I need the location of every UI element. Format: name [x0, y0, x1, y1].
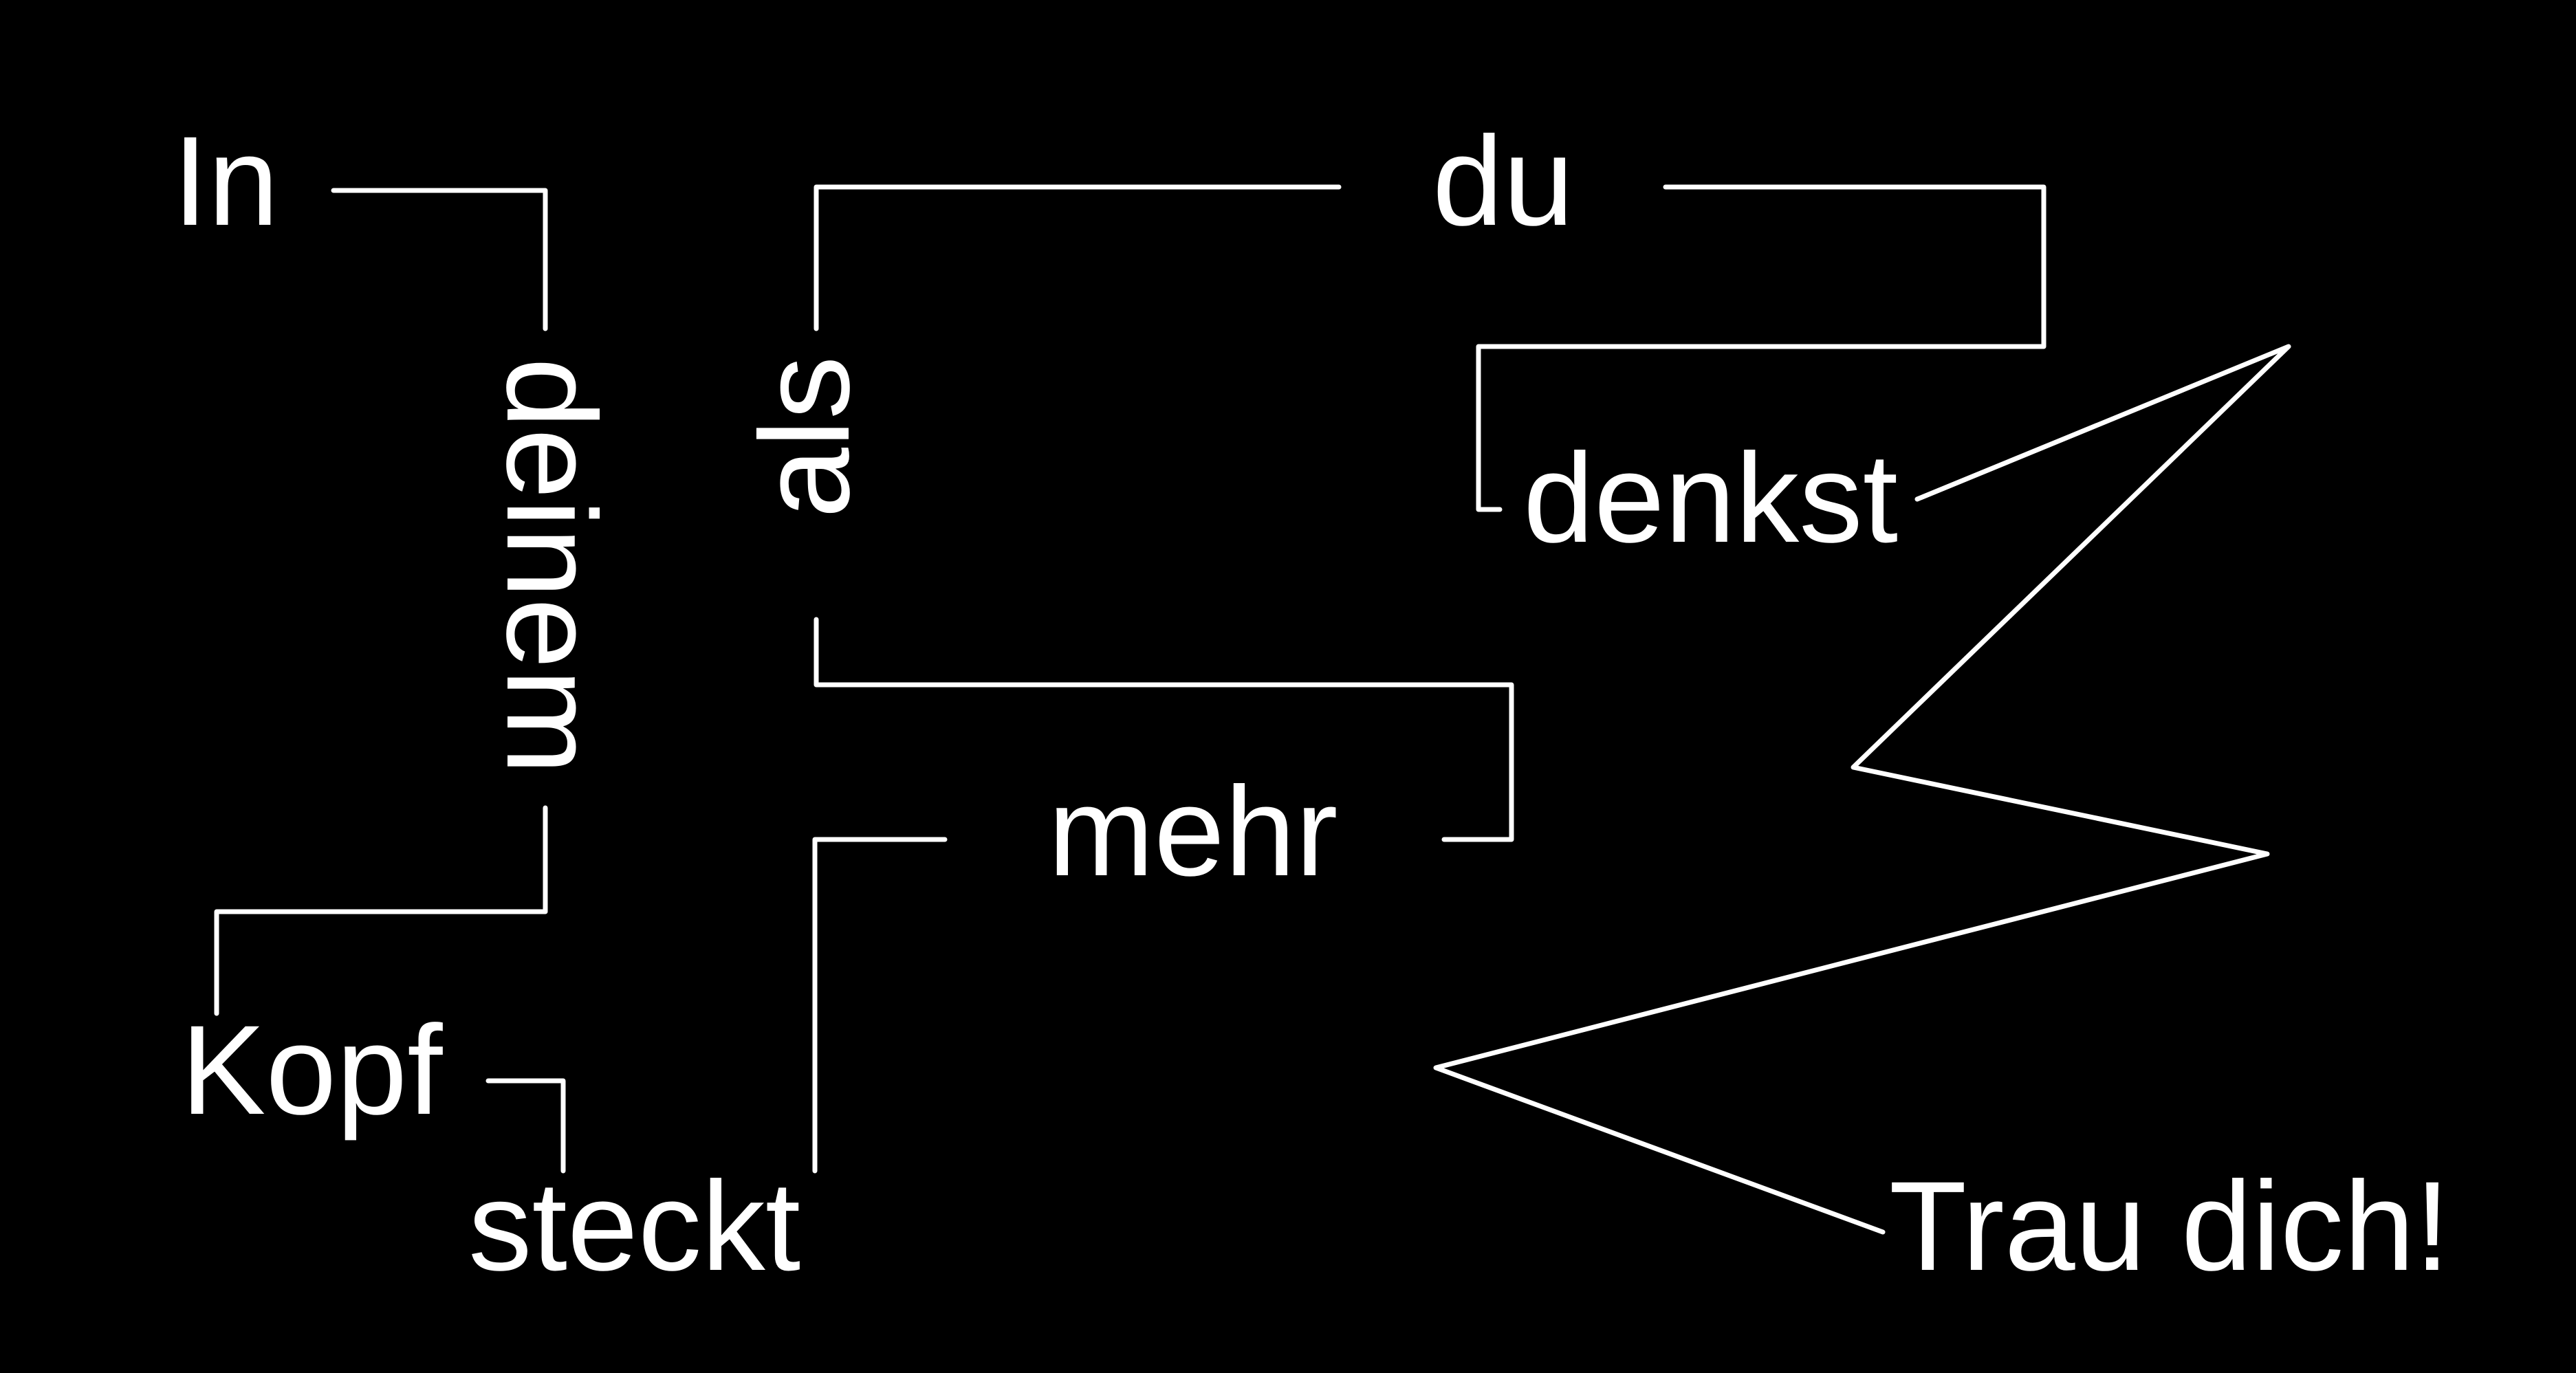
- word-kopf: Kopf: [181, 1000, 443, 1141]
- word-mehr: mehr: [1048, 761, 1338, 903]
- connector-steckt-mehr: [812, 837, 948, 1174]
- connector-kopf-steckt: [485, 1078, 566, 1174]
- word-du: du: [1432, 111, 1574, 252]
- word-deinem: deinem: [480, 358, 622, 775]
- word-steckt: steckt: [468, 1156, 800, 1297]
- word-denkst: denkst: [1523, 428, 1898, 569]
- word-in: In: [173, 111, 279, 252]
- connector-deinem-kopf: [214, 805, 548, 1016]
- connector-mehr-als: [814, 617, 1514, 842]
- word-als: als: [734, 356, 876, 519]
- word-trau-dich: Trau dich!: [1889, 1156, 2450, 1297]
- zigzag-denkst-trau-dich: [1433, 344, 2291, 1235]
- connector-du-denkst: [1476, 184, 2046, 512]
- connector-als-du: [814, 184, 1342, 331]
- connector-in-deinem: [331, 188, 548, 331]
